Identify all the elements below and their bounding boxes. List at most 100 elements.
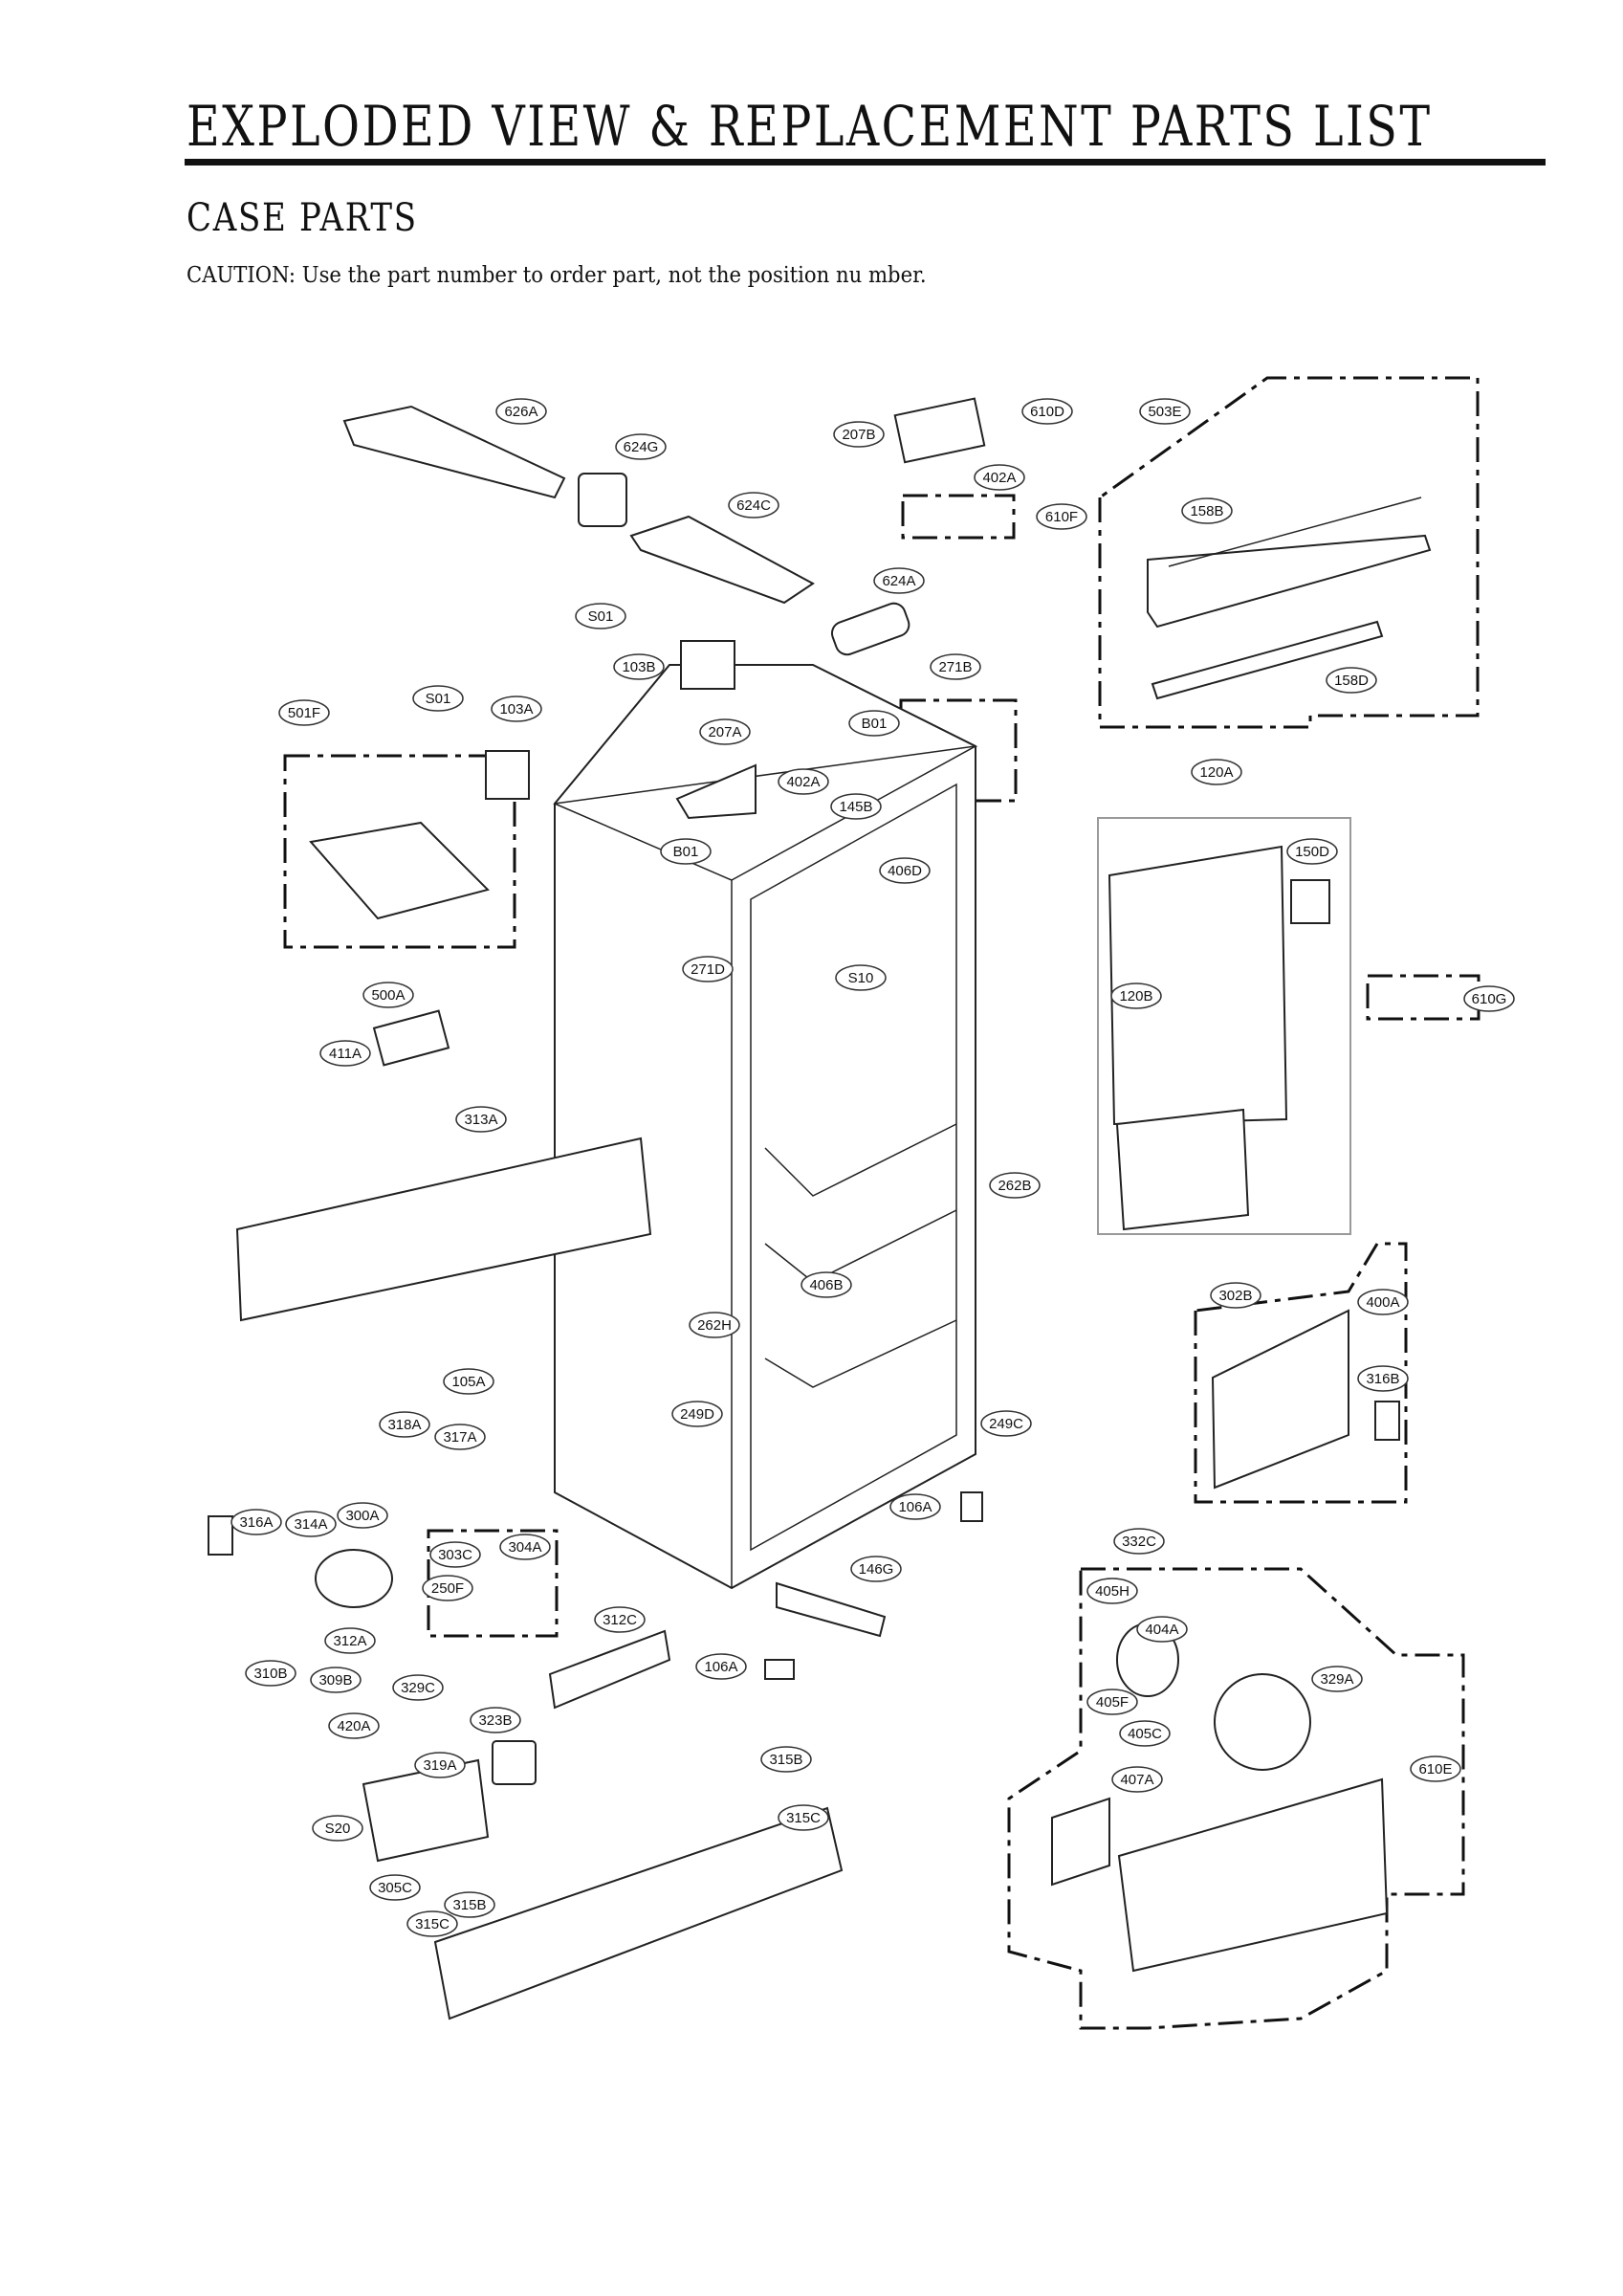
callout-ellipse: [455, 1106, 507, 1133]
callout-text: 106A: [898, 1499, 932, 1515]
callout-ellipse: [699, 718, 751, 745]
callout-503e: 503E: [1139, 398, 1191, 425]
callout-313a: 313A: [455, 1106, 507, 1133]
callout-ellipse: [848, 710, 900, 737]
callout-ellipse: [328, 1712, 380, 1739]
callout-312c: 312C: [594, 1606, 646, 1633]
callout-text: 500A: [371, 987, 405, 1004]
callout-250f: 250F: [422, 1575, 473, 1601]
callout-text: 250F: [431, 1580, 464, 1597]
callout-text: 150D: [1295, 844, 1329, 860]
callout-text: 406D: [888, 863, 922, 879]
callout-ellipse: [830, 793, 882, 820]
callout-500a: 500A: [362, 982, 414, 1008]
callout-ellipse: [422, 1575, 473, 1601]
callout-text: 303C: [438, 1547, 472, 1563]
callout-text: 314A: [294, 1516, 327, 1533]
callout-s01: S01: [575, 603, 626, 629]
callout-207a: 207A: [699, 718, 751, 745]
callout-text: 309B: [318, 1672, 352, 1689]
callout-ellipse: [1326, 667, 1377, 694]
callout-158d: 158D: [1326, 667, 1377, 694]
callout-ellipse: [434, 1424, 486, 1450]
callout-text: 262H: [697, 1317, 732, 1334]
callout-315c: 315C: [406, 1910, 458, 1937]
callout-text: 405H: [1095, 1583, 1130, 1600]
callout-329c: 329C: [392, 1674, 444, 1701]
callout-text: S20: [325, 1821, 351, 1837]
callout-407a: 407A: [1111, 1766, 1163, 1793]
callout-404a: 404A: [1136, 1616, 1188, 1643]
callout-text: 262B: [998, 1178, 1031, 1194]
callout-329a: 329A: [1311, 1666, 1363, 1692]
callout-ellipse: [495, 398, 547, 425]
callout-s20: S20: [312, 1815, 363, 1842]
callout-text: 315C: [786, 1810, 821, 1826]
callout-text: 207A: [708, 724, 741, 740]
callout-ellipse: [1286, 838, 1338, 865]
callout-624a: 624A: [873, 567, 925, 594]
callout-text: 318A: [387, 1417, 421, 1433]
callout-ellipse: [412, 685, 464, 712]
callout-624g: 624G: [615, 433, 667, 460]
callout-ellipse: [1136, 1616, 1188, 1643]
callout-271d: 271D: [682, 956, 734, 982]
callout-text: 323B: [478, 1712, 512, 1729]
group-box-610G: [1366, 974, 1480, 1021]
callout-406b: 406B: [801, 1271, 852, 1298]
group-box-610F: [901, 494, 1016, 540]
callout-ellipse: [285, 1511, 337, 1537]
callout-262b: 262B: [989, 1172, 1041, 1199]
callout-text: 610D: [1030, 404, 1064, 420]
callout-ellipse: [429, 1541, 481, 1568]
callout-ellipse: [1111, 1766, 1163, 1793]
callout-400a: 400A: [1357, 1289, 1409, 1315]
callout-ellipse: [1357, 1289, 1409, 1315]
callout-ellipse: [230, 1509, 282, 1535]
group-box-302B: [1194, 1242, 1408, 1504]
callout-ellipse: [337, 1502, 388, 1529]
callout-text: 626A: [504, 404, 537, 420]
callout-ellipse: [833, 421, 885, 448]
callout-ellipse: [245, 1660, 296, 1687]
callout-text: B01: [673, 844, 699, 860]
callout-ellipse: [369, 1874, 421, 1901]
callout-ellipse: [989, 1172, 1041, 1199]
callout-316b: 316B: [1357, 1365, 1409, 1392]
section-title: CASE PARTS: [186, 196, 418, 240]
callout-text: 120A: [1199, 764, 1233, 781]
callout-text: 146G: [859, 1561, 894, 1578]
callout-ellipse: [1086, 1689, 1138, 1715]
callout-text: 271B: [938, 659, 972, 675]
callout-text: 407A: [1120, 1772, 1153, 1788]
callout-text: 120B: [1119, 988, 1152, 1004]
callout-626a: 626A: [495, 398, 547, 425]
group-box-120A: [1097, 817, 1351, 1235]
callout-ellipse: [1110, 982, 1162, 1009]
callout-249d: 249D: [671, 1401, 723, 1427]
callout-ellipse: [613, 653, 665, 680]
callout-text: 312C: [603, 1612, 637, 1628]
callout-120a: 120A: [1191, 759, 1242, 785]
callout-text: 312A: [333, 1633, 366, 1649]
callout-s01: S01: [412, 685, 464, 712]
callout-s10: S10: [835, 964, 887, 991]
callout-ellipse: [850, 1556, 902, 1582]
callout-text: 304A: [508, 1539, 541, 1556]
callout-ellipse: [312, 1815, 363, 1842]
callout-text: 503E: [1148, 404, 1181, 420]
callout-402a: 402A: [974, 464, 1025, 491]
callout-text: 402A: [982, 470, 1016, 486]
callout-ellipse: [1113, 1528, 1165, 1555]
callout-text: 329C: [401, 1680, 435, 1696]
callout-ellipse: [319, 1040, 371, 1067]
callout-318a: 318A: [379, 1411, 430, 1438]
callout-ellipse: [1119, 1720, 1171, 1747]
callout-text: 207B: [842, 427, 875, 443]
callout-text: 332C: [1122, 1534, 1156, 1550]
callout-120b: 120B: [1110, 982, 1162, 1009]
callout-ellipse: [414, 1752, 466, 1778]
callout-text: 329A: [1320, 1671, 1353, 1688]
callout-text: 402A: [786, 774, 820, 790]
